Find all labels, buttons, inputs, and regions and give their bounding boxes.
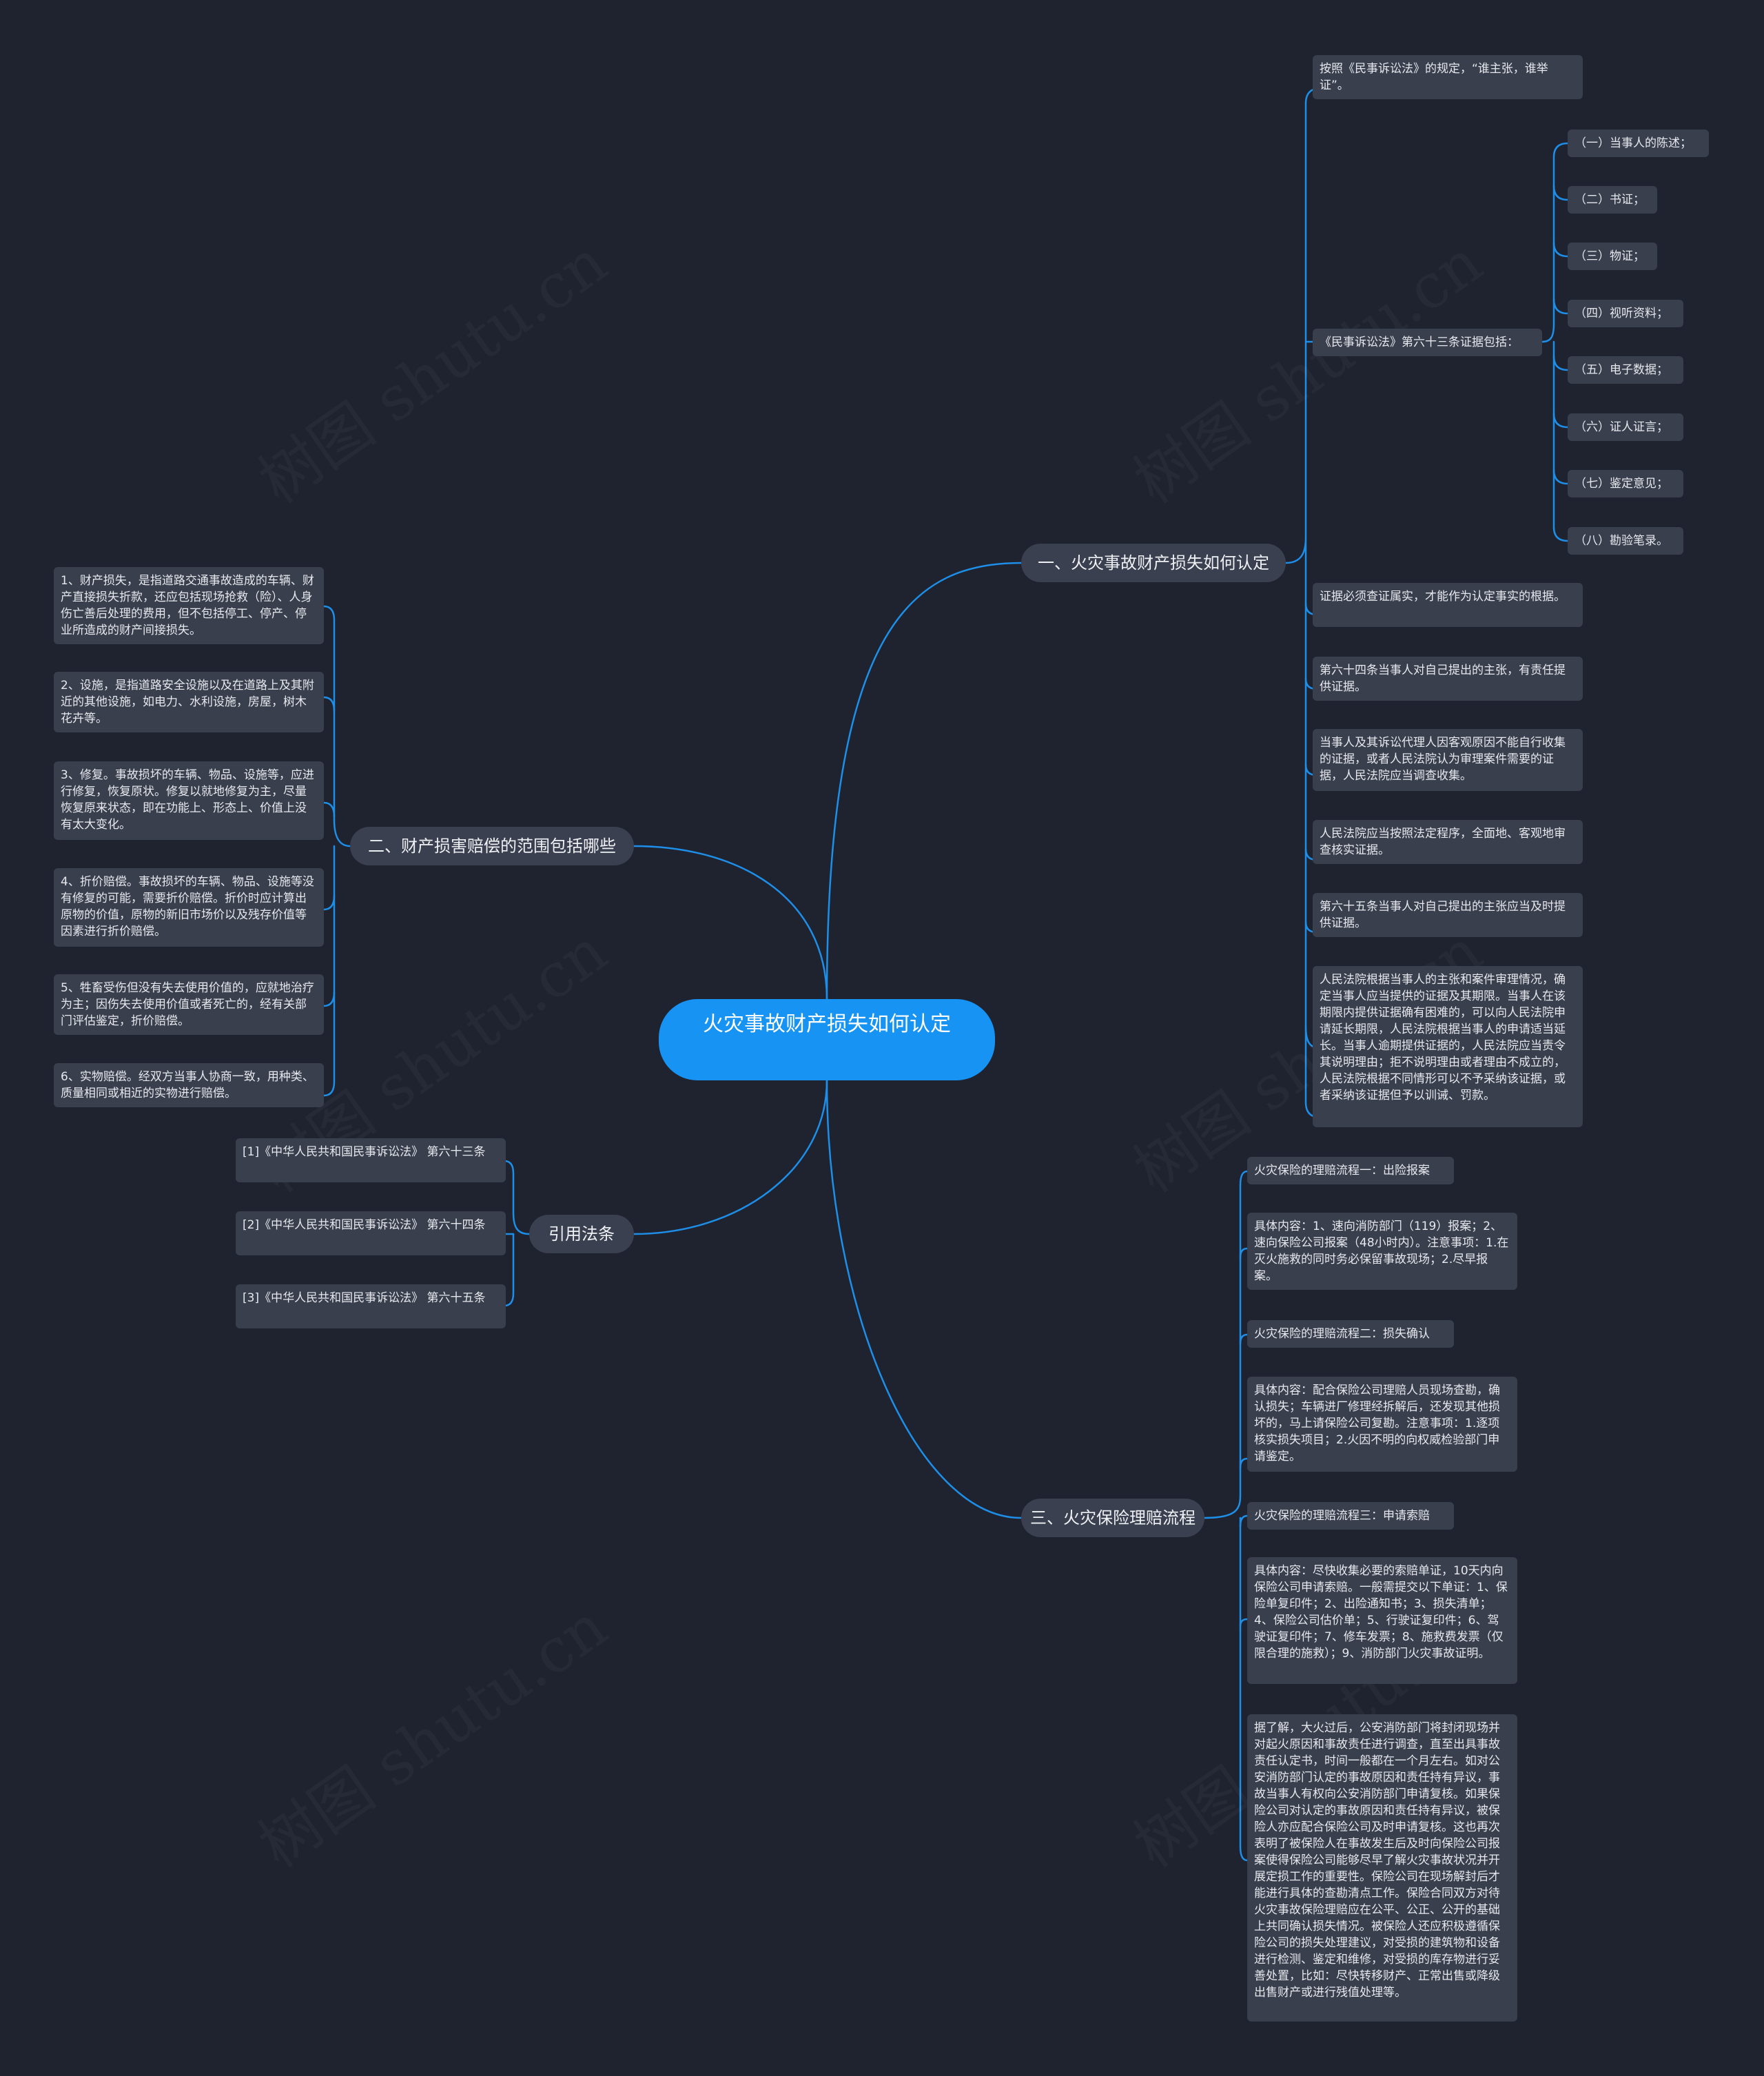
b3-item[interactable]: 火灾保险的理赔流程二：损失确认	[1247, 1320, 1454, 1348]
branch-b1[interactable]: 一、火灾事故财产损失如何认定	[1021, 544, 1286, 582]
evidence-item[interactable]: （八）勘验笔录。	[1568, 527, 1683, 555]
b3-item[interactable]: 火灾保险的理赔流程一：出险报案	[1247, 1157, 1454, 1184]
b2-item[interactable]: 5、牲畜受伤但没有失去使用价值的，应就地治疗为主；因伤失去使用价值或者死亡的，经…	[54, 974, 324, 1035]
branch-b4[interactable]: 引用法条	[529, 1215, 634, 1253]
link-root-b3	[825, 1079, 1023, 1519]
root-node[interactable]: 火灾事故财产损失如何认定	[659, 999, 995, 1080]
b2-item[interactable]: 4、折价赔偿。事故损坏的车辆、物品、设施等没有修复的可能，需要折价赔偿。折价时应…	[54, 868, 324, 947]
link-root-b4	[633, 1079, 828, 1235]
branch-b3[interactable]: 三、火灾保险理赔流程	[1021, 1499, 1204, 1537]
b2-item[interactable]: 3、修复。事故损坏的车辆、物品、设施等，应进行修复，恢复原状。修复以就地修复为主…	[54, 761, 324, 840]
evidence-item[interactable]: （六）证人证言；	[1568, 413, 1683, 441]
b1-item[interactable]: 《民事诉讼法》第六十三条证据包括：	[1313, 329, 1542, 356]
b3-item[interactable]: 火灾保险的理赔流程三：申请索赔	[1247, 1502, 1454, 1530]
b2-item[interactable]: 6、实物赔偿。经双方当事人协商一致，用种类、质量相同或相近的实物进行赔偿。	[54, 1063, 324, 1107]
b2-item[interactable]: 2、设施，是指道路安全设施以及在道路上及其附近的其他设施，如电力、水利设施，房屋…	[54, 672, 324, 732]
evidence-item[interactable]: （三）物证；	[1568, 243, 1657, 270]
evidence-item[interactable]: （七）鉴定意见；	[1568, 470, 1683, 497]
evidence-item[interactable]: （五）电子数据；	[1568, 356, 1683, 384]
b1-item[interactable]: 人民法院应当按照法定程序，全面地、客观地审查核实证据。	[1313, 820, 1583, 864]
b3-item[interactable]: 具体内容：配合保险公司理赔人员现场查勘，确认损失；车辆进厂修理经拆解后，还发现其…	[1247, 1377, 1517, 1472]
b1-item[interactable]: 当事人及其诉讼代理人因客观原因不能自行收集的证据，或者人民法院认为审理案件需要的…	[1313, 729, 1583, 791]
evidence-item[interactable]: （四）视听资料；	[1568, 300, 1683, 327]
b1-item[interactable]: 证据必须查证属实，才能作为认定事实的根据。	[1313, 583, 1583, 627]
b1-item[interactable]: 人民法院根据当事人的主张和案件审理情况，确定当事人应当提供的证据及其期限。当事人…	[1313, 966, 1583, 1127]
b3-item[interactable]: 具体内容：尽快收集必要的索赔单证，10天内向保险公司申请索赔。一般需提交以下单证…	[1247, 1557, 1517, 1684]
b1-item[interactable]: 第六十四条当事人对自己提出的主张，有责任提供证据。	[1313, 657, 1583, 701]
b4-item[interactable]: [3]《中华人民共和国民事诉讼法》 第六十五条	[236, 1284, 506, 1328]
evidence-item[interactable]: （一）当事人的陈述；	[1568, 130, 1709, 157]
b3-item[interactable]: 具体内容：1、速向消防部门（119）报案；2、速向保险公司报案（48小时内）。注…	[1247, 1213, 1517, 1290]
link-b2-bracket	[322, 605, 351, 1097]
b4-item[interactable]: [2]《中华人民共和国民事诉讼法》 第六十四条	[236, 1211, 506, 1255]
link-b4-bracket	[503, 1160, 531, 1307]
link-b3-bracket	[1203, 1170, 1249, 1862]
evidence-item[interactable]: （二）书证；	[1568, 186, 1657, 214]
b3-item[interactable]: 据了解，大火过后，公安消防部门将封闭现场并对起火原因和事故责任进行调查，直至出具…	[1247, 1714, 1517, 2022]
b1-item[interactable]: 第六十五条当事人对自己提出的主张应当及时提供证据。	[1313, 893, 1583, 937]
link-root-b2	[633, 845, 828, 1000]
link-root-b1	[825, 562, 1023, 1000]
b2-item[interactable]: 1、财产损失，是指道路交通事故造成的车辆、财产直接损失折款，还应包括现场抢救（险…	[54, 567, 324, 644]
b4-item[interactable]: [1]《中华人民共和国民事诉讼法》 第六十三条	[236, 1138, 506, 1182]
link-evidence-bracket	[1541, 142, 1569, 542]
branch-b2[interactable]: 二、财产损害赔偿的范围包括哪些	[350, 827, 634, 865]
b1-item[interactable]: 按照《民事诉讼法》的规定，“谁主张，谁举证”。	[1313, 55, 1583, 99]
